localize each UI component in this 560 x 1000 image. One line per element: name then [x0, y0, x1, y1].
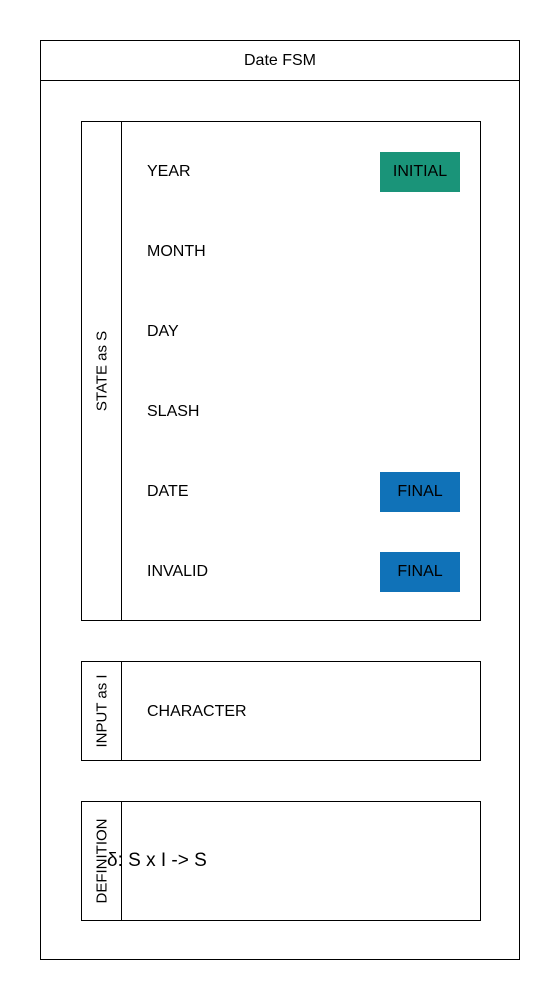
state-label: YEAR	[147, 163, 191, 180]
state-row-date: DATE FINAL	[122, 452, 480, 532]
input-label: CHARACTER	[147, 703, 247, 720]
definition-group-header: DEFINITION	[82, 802, 122, 920]
initial-badge: INITIAL	[380, 152, 460, 192]
state-group: STATE as S YEAR INITIAL MONTH DAY SLASH …	[81, 121, 481, 621]
input-group-header-label: INPUT as I	[93, 674, 110, 748]
fsm-frame: Date FSM STATE as S YEAR INITIAL MONTH D…	[40, 40, 520, 960]
final-badge: FINAL	[380, 552, 460, 592]
state-row-invalid: INVALID FINAL	[122, 532, 480, 612]
state-row-day: DAY	[122, 292, 480, 372]
state-group-header: STATE as S	[82, 122, 122, 620]
state-group-header-label: STATE as S	[93, 330, 110, 412]
diagram-title: Date FSM	[41, 41, 519, 81]
input-group-header: INPUT as I	[82, 662, 122, 760]
state-label: SLASH	[147, 403, 200, 420]
state-label: INVALID	[147, 563, 209, 580]
input-row: CHARACTER	[122, 672, 480, 752]
state-row-year: YEAR INITIAL	[122, 132, 480, 212]
state-row-month: MONTH	[122, 212, 480, 292]
transition-function: δ: S x I -> S	[107, 850, 207, 871]
state-label: MONTH	[147, 243, 206, 260]
state-label: DAY	[147, 323, 179, 340]
input-group: INPUT as I CHARACTER	[81, 661, 481, 761]
state-label: DATE	[147, 483, 189, 500]
state-row-slash: SLASH	[122, 372, 480, 452]
final-badge: FINAL	[380, 472, 460, 512]
definition-group: DEFINITION δ: S x I -> S	[81, 801, 481, 921]
